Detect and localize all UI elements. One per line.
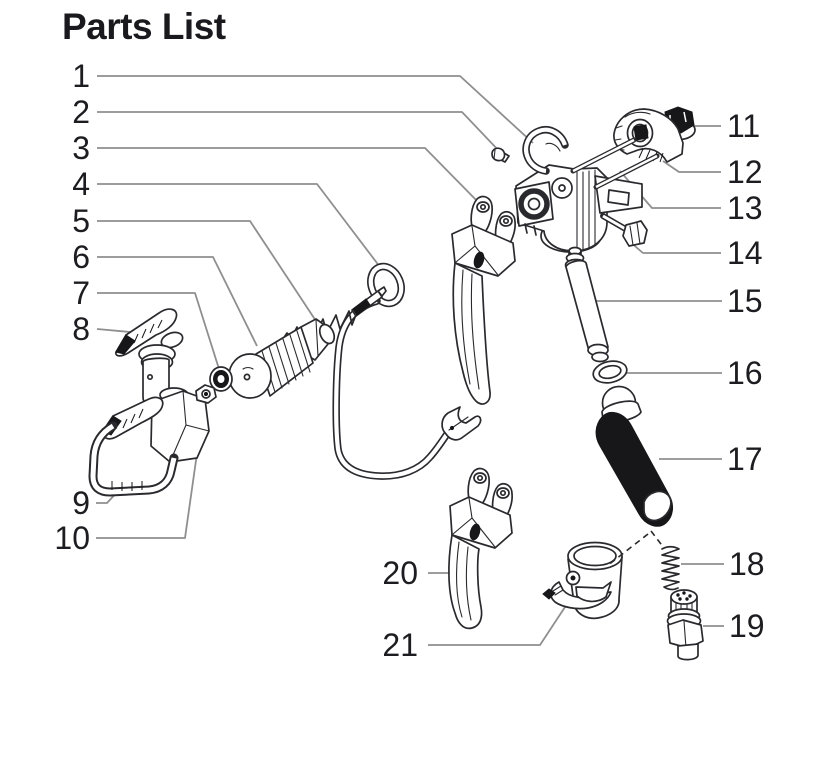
part-seal-washer [209, 366, 233, 392]
callouts: 1 2 3 4 5 6 7 [54, 58, 764, 663]
part-filter-spring [661, 545, 680, 591]
part-mounting-screw [600, 213, 648, 247]
callout-number-2: 2 [72, 94, 90, 130]
callout-10: 10 [54, 403, 205, 556]
callout-number-16: 16 [727, 355, 763, 391]
leader-line-2 [97, 111, 502, 154]
part-trigger-cam-housing [613, 108, 684, 163]
part-dowel-pins [570, 137, 660, 190]
callout-16: 16 [626, 355, 763, 391]
callout-number-4: 4 [72, 166, 90, 202]
pivot-eyelet [476, 201, 490, 213]
part-set-screw [491, 147, 510, 163]
leader-line-5 [97, 220, 317, 322]
callout-18: 18 [681, 546, 765, 582]
trigger-pivot [551, 177, 573, 199]
callout-number-5: 5 [72, 203, 90, 239]
callout-3: 3 [72, 130, 482, 206]
callout-number-11: 11 [727, 108, 760, 144]
leader-line-6 [97, 256, 258, 347]
cam-square-socket [633, 124, 649, 141]
part-spray-tip [115, 308, 184, 409]
callout-1: 1 [72, 58, 534, 144]
callout-number-3: 3 [72, 130, 90, 166]
pivot-eyelet [496, 487, 510, 499]
leader-line-7 [97, 292, 220, 370]
callout-5: 5 [72, 203, 317, 322]
part-filter-element [595, 385, 674, 527]
callout-number-15: 15 [727, 283, 763, 319]
callout-7: 7 [72, 275, 220, 370]
callout-15: 15 [596, 283, 763, 319]
part-fluid-tube [564, 246, 609, 363]
part-gun-head [514, 126, 643, 253]
callout-number-21: 21 [382, 627, 418, 663]
clip-screw [542, 588, 556, 600]
leader-line-21 [428, 603, 568, 646]
part-trigger-two-finger [451, 195, 516, 405]
leader-line-8 [96, 328, 131, 333]
part-tip-nut [195, 384, 217, 404]
pivot-eyelet [473, 472, 487, 484]
part-tip-guard-assembly [88, 387, 210, 497]
callout-number-19: 19 [729, 608, 765, 644]
callout-number-14: 14 [727, 235, 763, 271]
leader-line-3 [97, 147, 482, 206]
part-o-ring [592, 360, 628, 384]
callout-number-10: 10 [54, 520, 90, 556]
callout-number-20: 20 [382, 555, 418, 591]
callout-14: 14 [628, 235, 763, 271]
guard-mount [150, 390, 210, 463]
part-trigger-four-finger [448, 467, 513, 630]
inlet-port [518, 188, 550, 220]
pivot-eyelet [499, 215, 513, 227]
trigger-blade [448, 534, 483, 630]
page-title: Parts List [62, 6, 226, 47]
leader-line-1 [97, 75, 534, 144]
callout-20: 20 [382, 555, 452, 591]
callout-number-1: 1 [72, 58, 90, 94]
callout-4: 4 [72, 166, 381, 268]
callout-11: 11 [694, 108, 760, 144]
callout-number-6: 6 [72, 239, 90, 275]
guard-clip [441, 406, 482, 441]
leader-line-4 [97, 183, 381, 268]
part-seat-housing [228, 318, 336, 399]
assembly-axis-dashes [606, 530, 665, 567]
screw-head [622, 220, 648, 247]
callout-number-18: 18 [729, 546, 765, 582]
clip-lever [575, 581, 612, 603]
callout-number-17: 17 [727, 441, 763, 477]
callout-number-12: 12 [727, 154, 763, 190]
callout-12: 12 [662, 154, 763, 190]
leader-line-12 [662, 160, 721, 173]
callout-17: 17 [659, 441, 763, 477]
part-valve-fitting [666, 589, 704, 661]
part-diffuser-clip [542, 541, 623, 620]
callout-2: 2 [72, 94, 502, 154]
callout-8: 8 [72, 311, 131, 347]
callout-21: 21 [382, 603, 568, 663]
callout-number-7: 7 [72, 275, 90, 311]
callout-19: 19 [703, 608, 765, 644]
part-trigger-guard [332, 262, 482, 480]
callout-6: 6 [72, 239, 258, 347]
callout-number-8: 8 [72, 311, 90, 347]
callout-number-9: 9 [72, 485, 90, 521]
callout-number-13: 13 [727, 190, 763, 226]
tube-body [565, 259, 609, 355]
trigger-blade [452, 262, 491, 405]
